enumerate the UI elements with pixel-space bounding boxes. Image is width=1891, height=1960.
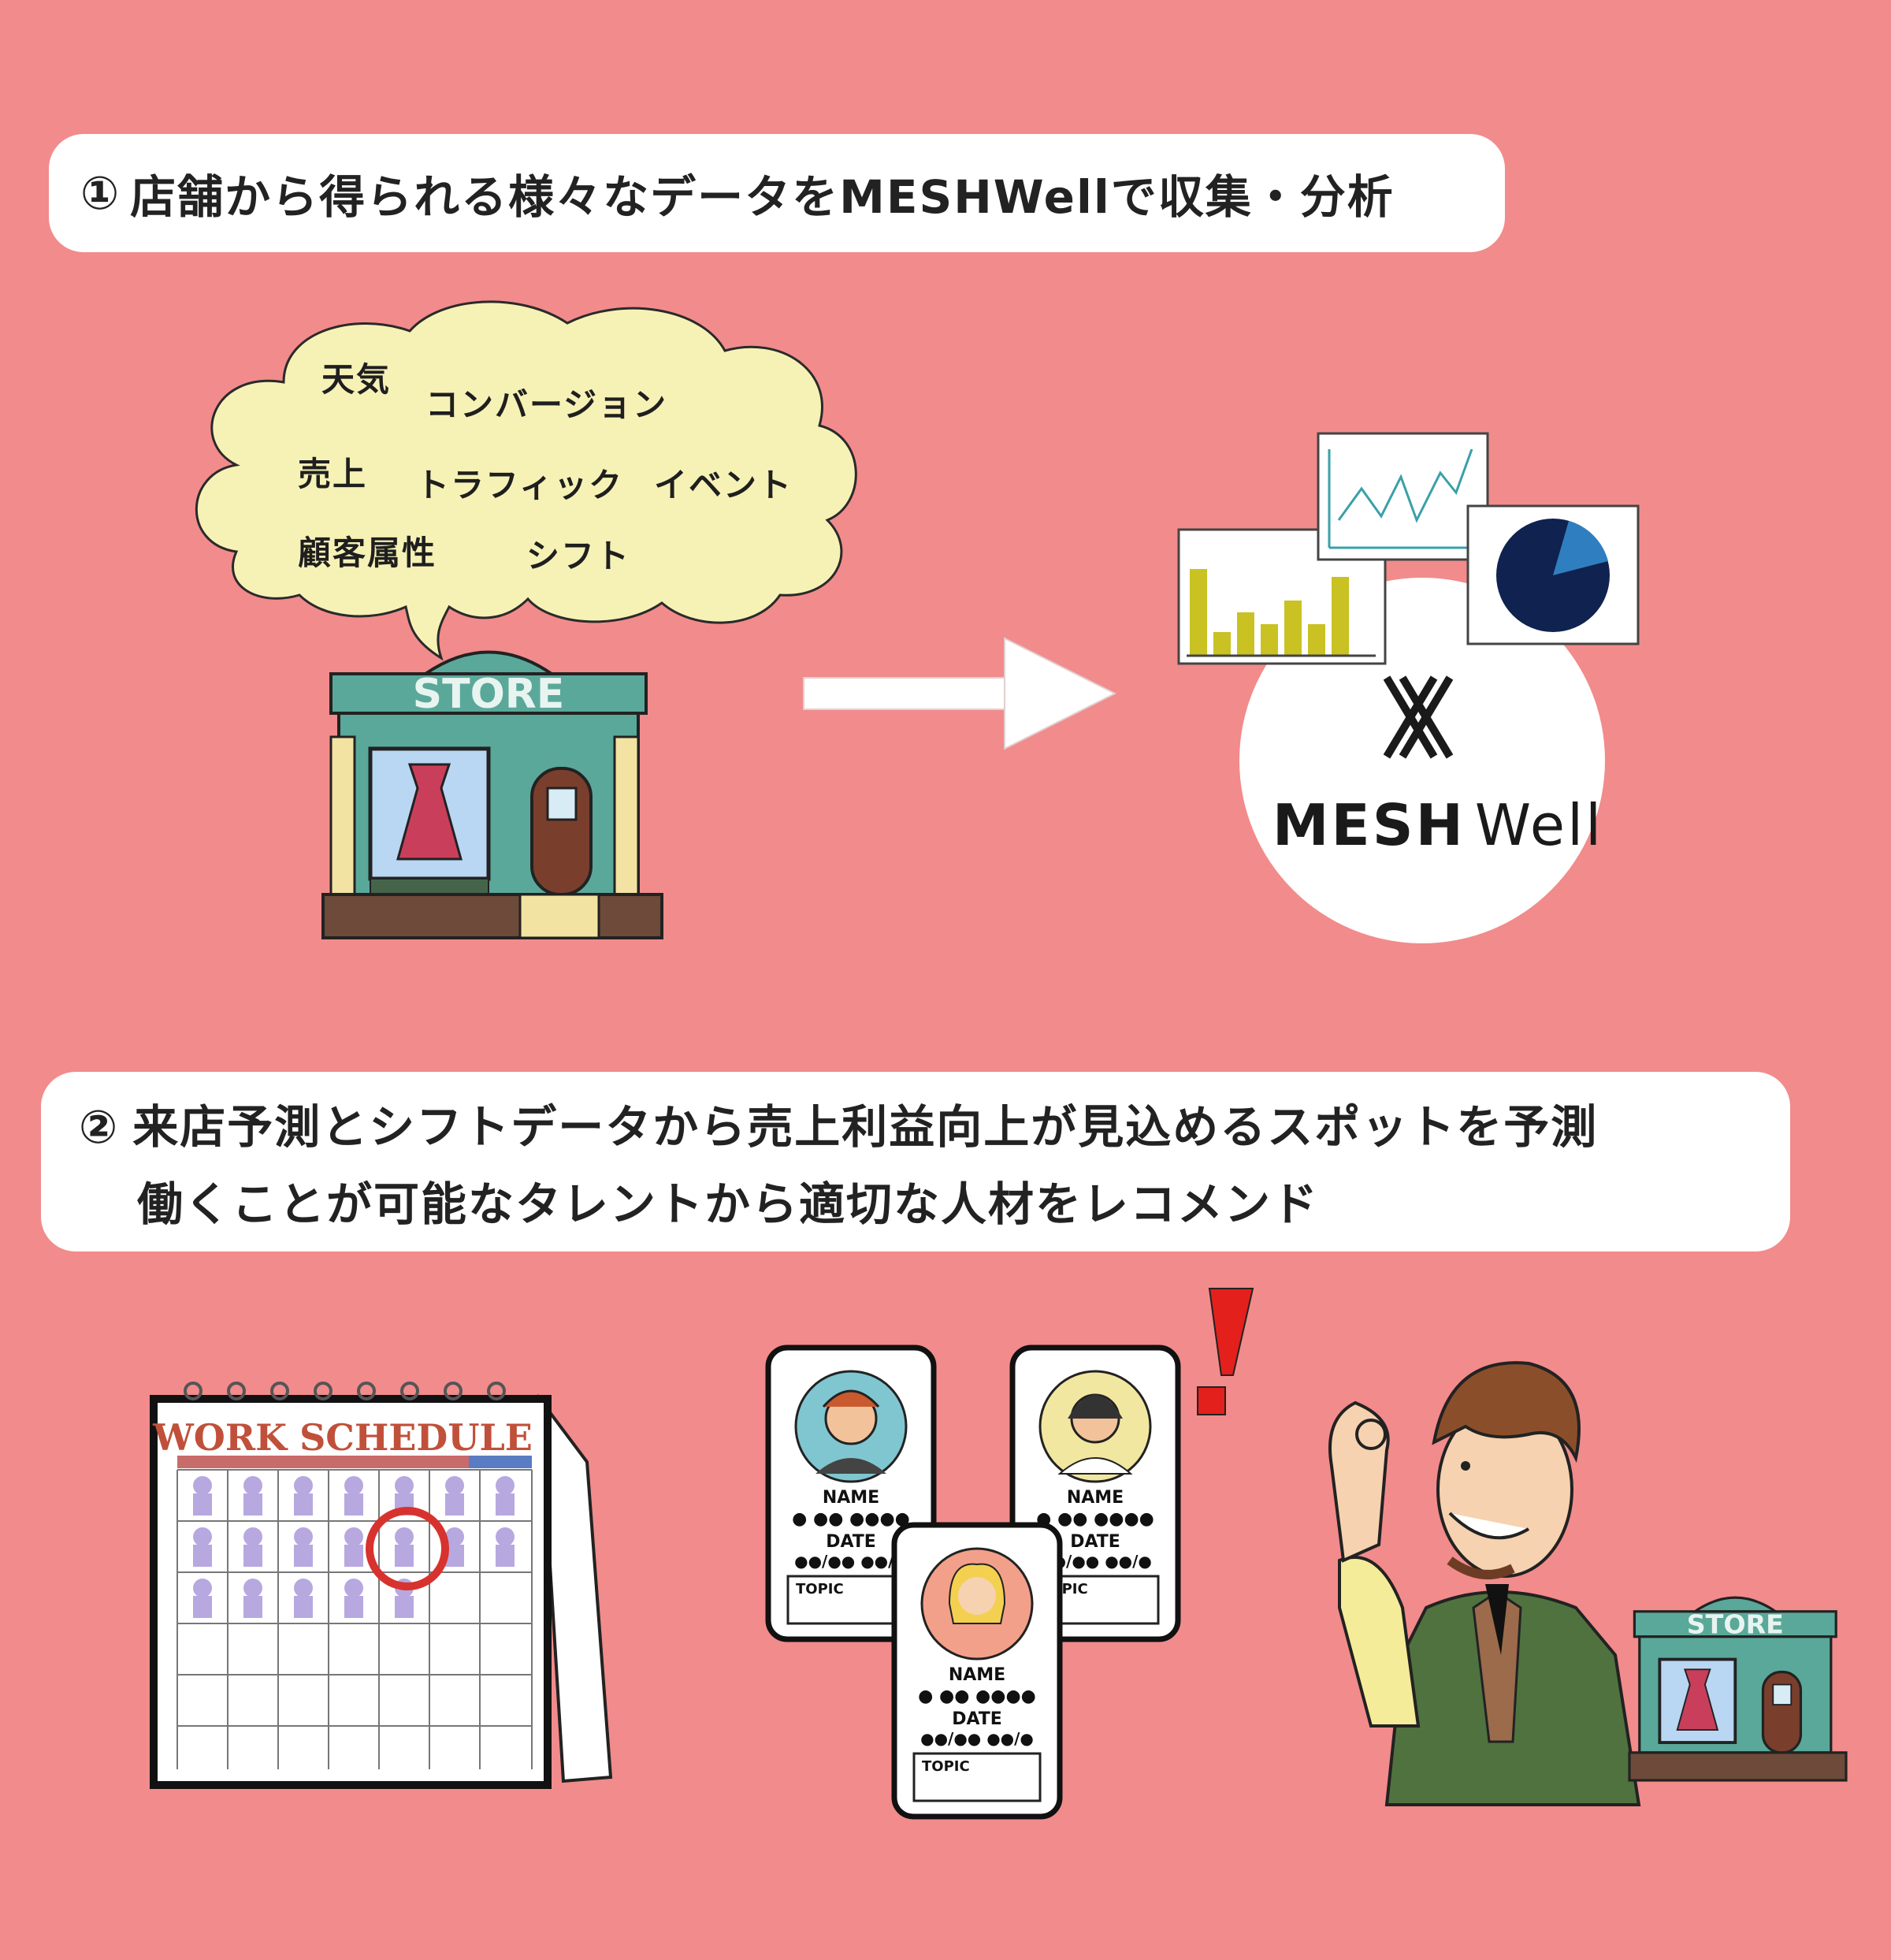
cloud-word-customer-attributes: 顧客属性 (298, 534, 437, 572)
phone1-date-label: DATE (826, 1532, 876, 1552)
step1-number: ① (80, 166, 121, 220)
phone3-date-label: DATE (952, 1709, 1002, 1729)
profile-phones: NAME ● ●● ●●●● DATE ●●/●● ●●/● TOPIC NAM… (765, 1344, 1181, 1820)
cloud-word-sales: 売上 (298, 455, 368, 493)
store-small-illustration: STORE (1628, 1596, 1848, 1782)
arrow-right-icon (803, 637, 1117, 750)
meshwell-logo-mesh: MESH (1272, 792, 1466, 858)
phone2-date-label: DATE (1070, 1532, 1120, 1552)
svg-text:● ●● ●●●●: ● ●● ●●●● (792, 1509, 910, 1529)
cloud-word-weather: 天気 (321, 360, 392, 399)
cloud-word-shift: シフト (526, 537, 631, 575)
svg-text:● ●● ●●●●: ● ●● ●●●● (918, 1687, 1036, 1706)
svg-text:● ●● ●●●●: ● ●● ●●●● (1036, 1509, 1154, 1529)
bar-chart-icon (1177, 528, 1387, 665)
cloud-word-conversion: コンバージョン (425, 385, 668, 424)
step2-line2: 働くことが可能なタレントから適切な人材をレコメンド (137, 1177, 1320, 1231)
calendar-title: WORK SCHEDULE (152, 1416, 533, 1459)
step1-banner: ① 店舗から得られる様々なデータをMESHWellで収集・分析 (49, 134, 1505, 252)
svg-text:●●/●● ●●/●: ●●/●● ●●/● (794, 1552, 908, 1571)
step1-text: 店舗から得られる様々なデータをMESHWellで収集・分析 (130, 170, 1395, 224)
meshwell-circle (1239, 578, 1605, 943)
phone1-topic-label: TOPIC (796, 1581, 844, 1597)
phone3-topic-label: TOPIC (922, 1758, 970, 1775)
store-small-sign: STORE (1687, 1609, 1784, 1639)
svg-text:●●/●● ●●/●: ●●/●● ●●/● (920, 1729, 1034, 1748)
work-schedule-calendar: WORK SCHEDULE (150, 1382, 613, 1789)
phone1-name-label: NAME (823, 1488, 879, 1508)
calendar-highlight-circle (366, 1507, 449, 1590)
profile-phone-2: NAME ● ●● ●●●● DATE ●●/●● ●●/● TOPIC (1009, 1344, 1181, 1642)
step2-number: ② (79, 1100, 120, 1154)
step2-line1: 来店予測とシフトデータから売上利益向上が見込めるスポットを予測 (132, 1100, 1599, 1154)
store-illustration: STORE (321, 650, 663, 939)
meshwell-logo-icon (1383, 675, 1454, 759)
meshwell-logo-well: Well (1474, 792, 1604, 858)
step2-banner: ② 来店予測とシフトデータから売上利益向上が見込めるスポットを予測 働くことが可… (41, 1072, 1790, 1251)
cloud-word-event: イベント (654, 466, 793, 504)
manager-illustration (1328, 1361, 1641, 1806)
pie-chart-icon (1466, 504, 1640, 645)
phone3-name-label: NAME (949, 1665, 1005, 1685)
exclamation-icon (1197, 1288, 1254, 1415)
cloud-word-traffic: トラフィック (416, 466, 624, 504)
profile-phone-3: NAME ● ●● ●●●● DATE ●●/●● ●●/● TOPIC (891, 1522, 1063, 1820)
line-chart-icon (1317, 432, 1489, 561)
store-sign: STORE (413, 671, 565, 718)
phone2-name-label: NAME (1067, 1488, 1124, 1508)
